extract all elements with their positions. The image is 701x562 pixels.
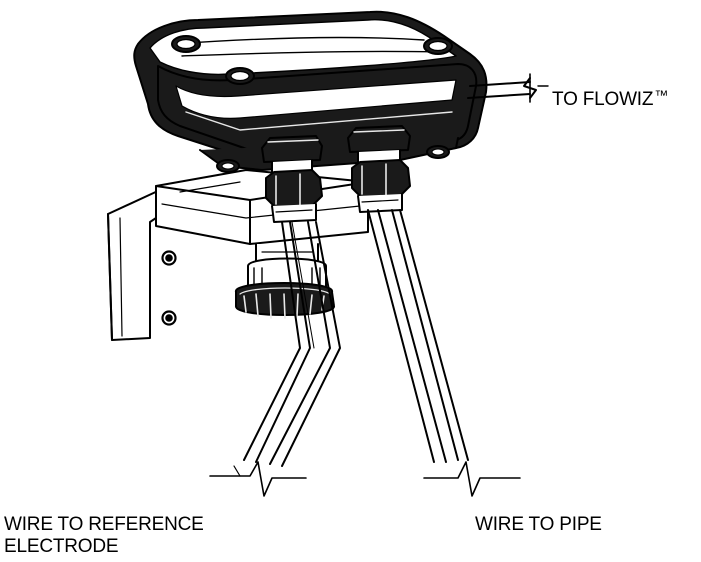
wire-reference-line2: ELECTRODE (4, 536, 119, 557)
wire-to-reference-electrode-label: WIRE TO REFERENCE ELECTRODE (4, 514, 204, 558)
reference-electrode-wire (209, 221, 341, 497)
cable-gland-left (261, 135, 323, 223)
to-flowiz-label: TO FLOWIZ™ (552, 84, 668, 111)
mounting-block (155, 169, 369, 245)
cable-gland-right (347, 125, 411, 213)
wire-to-pipe-label: WIRE TO PIPE (475, 514, 602, 535)
to-flowiz-text: TO FLOWIZ (552, 89, 654, 110)
trademark-mark: ™ (654, 87, 669, 103)
wire-reference-line1: WIRE TO REFERENCE (4, 514, 204, 535)
flowiz-cable (467, 73, 549, 103)
pipe-wire (367, 209, 521, 497)
